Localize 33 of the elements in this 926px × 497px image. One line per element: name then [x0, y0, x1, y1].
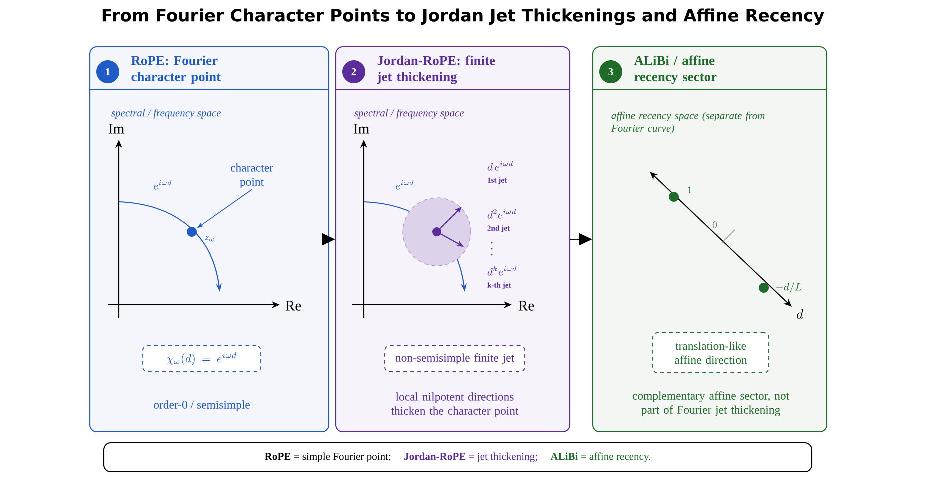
axis-label: Re — [286, 301, 302, 311]
axis-label: Im — [108, 124, 124, 134]
caption-text: complementary affine sector, not part of Fourier jet thickening — [632, 392, 790, 416]
space-label: spectral / frequency space — [354, 109, 464, 119]
panel-heading: Jordan-RoPE: finite jet thickening — [377, 56, 496, 84]
dashed-box: translation-like affine direction — [652, 332, 770, 374]
callout-text: character point — [231, 164, 274, 188]
number-badge: 2 — [342, 60, 366, 84]
title: From Fourier Character Points to Jordan Jet Thickenings and Affine Recency — [102, 8, 824, 26]
panel-heading: RoPE: Fourier character point — [131, 56, 221, 84]
formula-label: $d\,e^{i\omega d}$ — [488, 161, 514, 171]
axis-label: Re — [518, 301, 534, 311]
axis-label: $d$ — [797, 309, 804, 320]
number-badge: 3 — [600, 60, 622, 84]
character-dot — [187, 227, 197, 237]
formula-label: $e^{i\omega d}$ — [154, 180, 172, 190]
caption-text: local nilpotent directions thicken the character point — [391, 392, 519, 418]
number-badge: 1 — [96, 60, 120, 84]
key-box: RoPE = simple Fourier point; Jordan-RoPE = jet thickening; ALiBi = affine recency. — [103, 442, 813, 473]
formula-label: $z_\omega$ — [204, 236, 214, 242]
axis-label: Im — [354, 124, 370, 134]
formula-label: $d^2e^{i\omega d}$ — [488, 209, 516, 219]
dashed-box: non-semisimple finite jet — [384, 346, 526, 372]
formula-box: $\chi_\omega(d) = e^{i\omega d}$ — [142, 346, 262, 372]
formula-label: $d^k e^{i\omega d}$ — [488, 266, 517, 276]
space-label: spectral / frequency space — [112, 109, 222, 119]
formula-label: $e^{i\omega d}$ — [396, 180, 414, 190]
point-label: 1 — [688, 186, 692, 194]
caption-text: order-0 / semisimple — [154, 400, 250, 412]
panel-heading: ALiBi / affine recency sector — [634, 56, 717, 84]
tick-label: 0 — [712, 222, 718, 228]
point-label: $-d/L$ — [776, 282, 802, 294]
space-label: affine recency space (separate from Fourier curve) — [611, 112, 765, 134]
